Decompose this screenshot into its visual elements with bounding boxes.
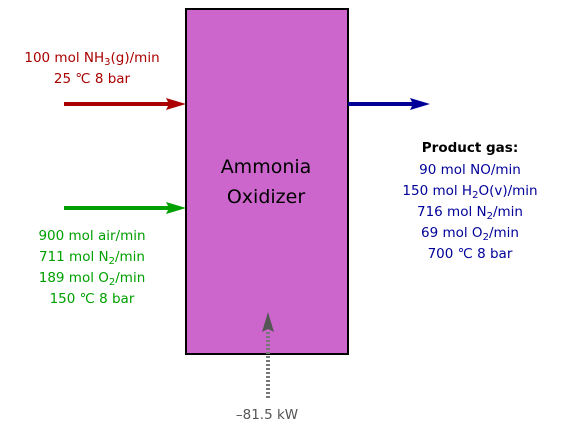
product-gas-arrow (348, 98, 430, 110)
reactor-label-line2: Oxidizer (227, 186, 305, 208)
product-conditions: 700 ℃ 8 bar (428, 246, 513, 262)
product-h2o: 150 mol H2O(v)/min (402, 183, 537, 201)
air-feed-n2: 711 mol N2/min (39, 249, 145, 267)
ammonia-feed-rate: 100 mol NH3(g)/min (24, 50, 159, 68)
product-n2: 716 mol N2/min (417, 204, 523, 222)
product-o2: 69 mol O2/min (421, 225, 519, 243)
product-no: 90 mol NO/min (419, 162, 521, 178)
air-feed-conditions: 150 ℃ 8 bar (50, 291, 135, 307)
air-feed-o2: 189 mol O2/min (39, 270, 146, 288)
ammonia-feed-conditions: 25 ℃ 8 bar (54, 71, 131, 87)
air-feed-total: 900 mol air/min (38, 228, 145, 244)
reactor-label-line1: Ammonia (221, 156, 312, 178)
heat-duty-label: –81.5 kW (236, 407, 298, 423)
reactor-box (185, 8, 349, 355)
heat-duty-arrow (262, 312, 274, 398)
air-feed-arrow (64, 202, 186, 214)
product-gas-heading: Product gas: (422, 140, 518, 156)
ammonia-feed-arrow (64, 98, 186, 110)
